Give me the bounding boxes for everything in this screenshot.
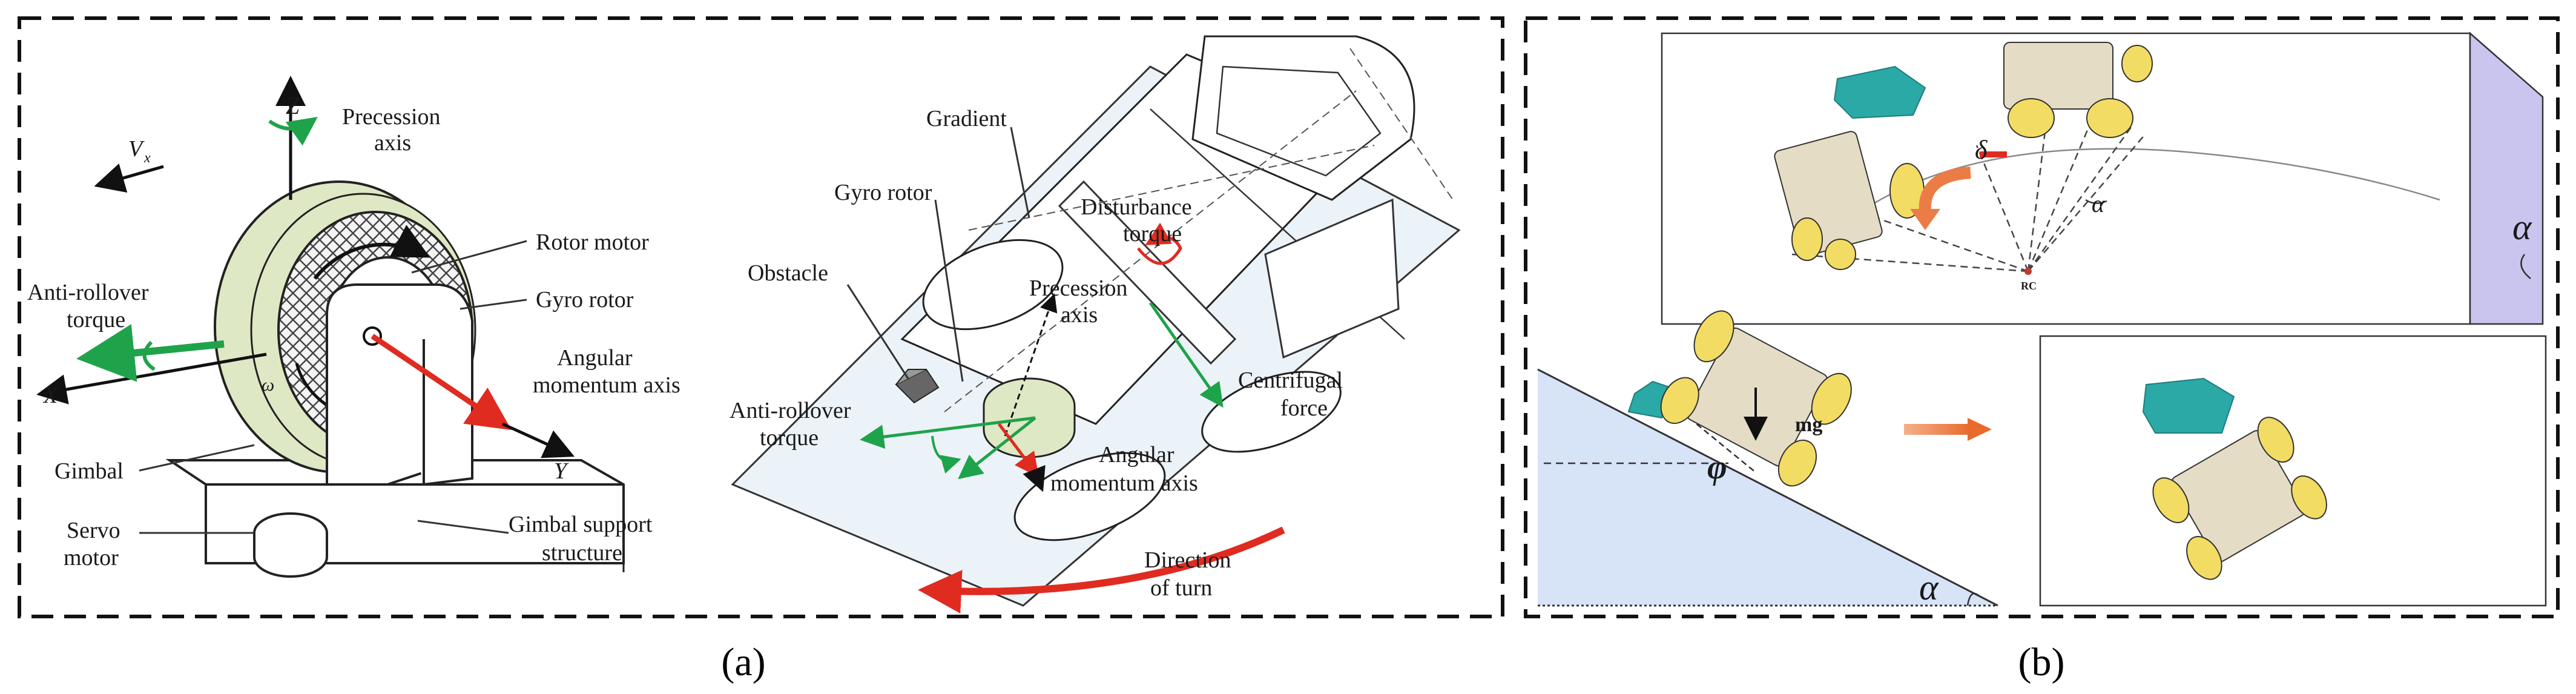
precession-axis-label-2: axis [374, 130, 411, 156]
alpha-inner-label: α [2092, 190, 2105, 217]
vehicle-angular-momentum-label-2: momentum axis [1050, 471, 1198, 496]
direction-of-turn-label-2: of turn [1150, 575, 1212, 601]
anti-rollover-label-2: torque [67, 307, 125, 332]
caption-a: (a) [721, 640, 765, 684]
rotor-motor-label: Rotor motor [536, 230, 649, 255]
gradient-label: Gradient [926, 106, 1007, 131]
vehicle-angular-momentum-label-1: Angular [1099, 442, 1174, 468]
mg-label: mg [1795, 414, 1822, 436]
transition-arrow [1904, 418, 1992, 441]
centrifugal-force-label-1: Centrifugal [1238, 368, 1343, 393]
vehicle-drawing [731, 35, 1461, 614]
precession-axis-label-1: Precession [342, 104, 441, 130]
panel-b-frame [1524, 16, 2560, 618]
direction-of-turn-label-1: Direction [1144, 547, 1231, 573]
rc-label: RC [2021, 280, 2037, 292]
angular-momentum-label-1: Angular [557, 345, 633, 371]
alpha-wedge-label: α [2512, 207, 2532, 247]
turning-diagram [1661, 31, 2544, 325]
delta-label: δ [1975, 135, 1988, 165]
vehicle-anti-rollover-label-1: Anti-rollover [730, 398, 851, 423]
vehicle-gyro-rotor-label: Gyro rotor [834, 180, 932, 205]
axis-z-label: Z [286, 92, 300, 119]
gyro-rotor-label: Gyro rotor [536, 287, 634, 312]
vehicle-precession-label-2: axis [1061, 302, 1098, 328]
slope-diagram [1537, 310, 1998, 607]
centrifugal-force-label-2: force [1280, 395, 1328, 421]
servo-motor-label-2: motor [64, 545, 119, 570]
gyroscope-drawing [36, 76, 625, 578]
disturbance-torque-label-2: torque [1123, 221, 1182, 246]
gimbal-label: Gimbal [54, 458, 124, 484]
phi-label: φ [1707, 449, 1727, 486]
vehicle-precession-label-1: Precession [1029, 276, 1128, 301]
axis-y-label: Y [554, 458, 569, 484]
slope-alpha-label: α [1919, 567, 1939, 607]
gimbal-support-label-1: Gimbal support [509, 512, 653, 537]
panel-a-frame [18, 16, 1504, 618]
velocity-label: V [128, 136, 145, 162]
avoidance-diagram [2039, 335, 2547, 607]
omega-label: ω [262, 375, 274, 395]
velocity-subscript: x [143, 150, 151, 166]
axis-x-label: X [42, 383, 59, 408]
vehicle-anti-rollover-label-2: torque [760, 425, 819, 451]
caption-b: (b) [2018, 640, 2065, 684]
servo-motor-label-1: Servo [67, 518, 120, 543]
obstacle-label: Obstacle [748, 260, 828, 286]
angular-momentum-label-2: momentum axis [533, 372, 680, 398]
anti-rollover-label-1: Anti-rollover [27, 280, 149, 305]
disturbance-torque-label-1: Disturbance [1081, 194, 1192, 220]
gimbal-support-label-2: structure [542, 540, 622, 566]
